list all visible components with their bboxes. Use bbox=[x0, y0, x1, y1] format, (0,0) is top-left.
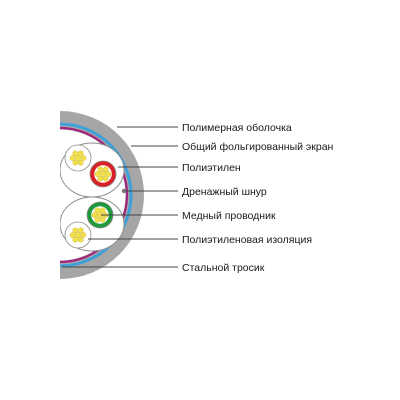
drain-wire-dot bbox=[121, 188, 127, 194]
copper-strand bbox=[80, 155, 87, 161]
leader-lines bbox=[62, 126, 178, 268]
label-pe-insulation: Полиэтиленовая изоляция bbox=[182, 234, 312, 246]
copper-strand bbox=[94, 216, 101, 223]
copper-strand bbox=[69, 232, 76, 238]
label-copper-conductor: Медный проводник bbox=[182, 210, 276, 222]
copper-strand bbox=[72, 227, 79, 234]
foil-screen-magenta-ring bbox=[60, 126, 129, 264]
label-steel-wire: Стальной тросик bbox=[182, 262, 265, 274]
copper-strand bbox=[72, 159, 79, 166]
copper-strand bbox=[102, 166, 109, 173]
copper-strand bbox=[97, 175, 104, 182]
copper-strand bbox=[72, 236, 79, 243]
copper-strand bbox=[77, 159, 84, 166]
copper-strand bbox=[75, 232, 81, 238]
copper-strand bbox=[77, 150, 84, 157]
copper-strand bbox=[80, 232, 87, 238]
label-foil-screen: Общий фольгированный экран bbox=[182, 141, 334, 153]
copper-strand bbox=[102, 175, 109, 182]
label-outer-sheath: Полимерная оболочка bbox=[182, 122, 292, 134]
copper-strand bbox=[69, 155, 76, 161]
copper-strand bbox=[75, 155, 81, 161]
copper-strand bbox=[77, 236, 84, 243]
foil-screen-blue-ring bbox=[60, 122, 133, 268]
copper-strand bbox=[105, 171, 112, 177]
conductor-red bbox=[89, 160, 117, 188]
copper-strand bbox=[91, 212, 98, 218]
copper-strand bbox=[97, 166, 104, 173]
copper-strand bbox=[99, 216, 106, 223]
copper-strand bbox=[100, 171, 106, 177]
cable-section bbox=[60, 111, 144, 279]
copper-strand bbox=[94, 171, 101, 177]
conductor-green bbox=[86, 201, 114, 229]
conductor-white-upper bbox=[64, 144, 92, 172]
label-polyethylene: Полиэтилен bbox=[182, 162, 241, 174]
copper-strand bbox=[94, 207, 101, 214]
copper-strand bbox=[72, 150, 79, 157]
label-drain-wire: Дренажный шнур bbox=[182, 186, 267, 198]
copper-strand bbox=[99, 207, 106, 214]
conductor-white-lower bbox=[64, 221, 92, 249]
copper-strand bbox=[77, 227, 84, 234]
